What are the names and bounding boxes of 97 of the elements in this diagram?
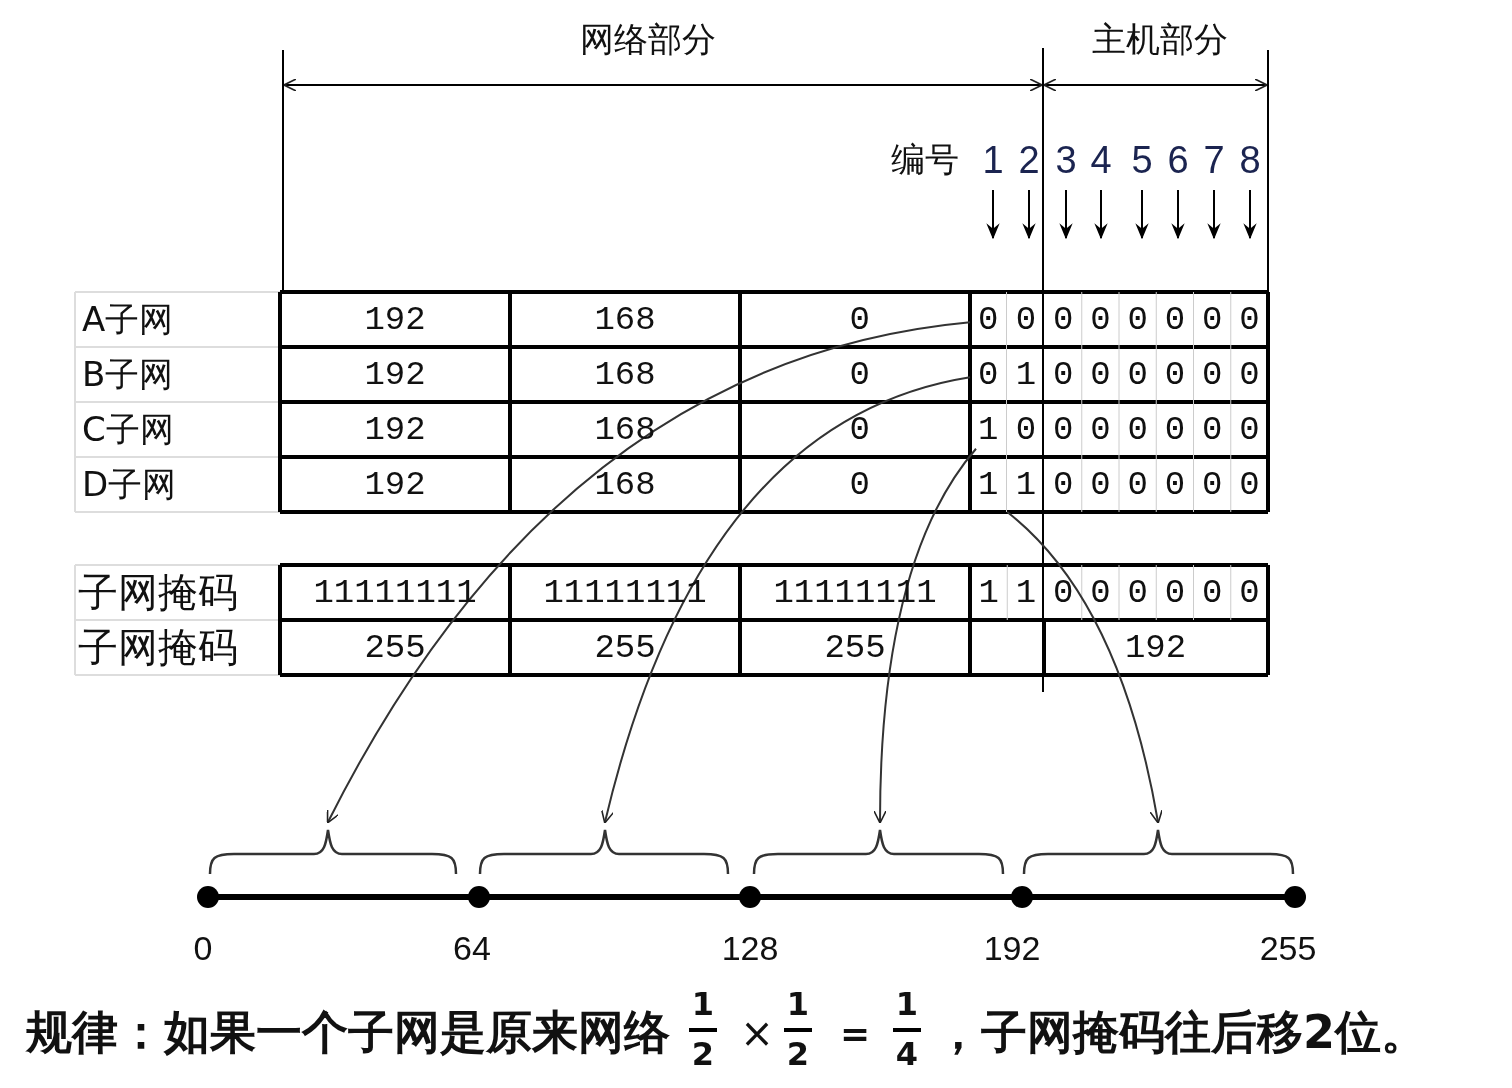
ip-octet: 192 [364,300,426,339]
mask-octet: 11111111 [313,573,477,612]
bit-value: 1 [1014,464,1038,506]
bit-value: 0 [1127,355,1148,394]
ip-octet: 168 [594,410,656,449]
scale-value: 192 [983,928,1041,968]
bit-value: 0 [970,347,1008,402]
bit-value: 0 [1052,300,1074,339]
bit-value: 0 [1164,573,1186,612]
mask-octet: 255 [594,628,656,667]
bit-value: 1 [970,402,1008,457]
scale-value: 64 [453,928,491,968]
bit-value: 0 [1090,355,1111,394]
section-heading: 网络部分 [580,18,716,61]
equals-sign: = [839,1012,871,1054]
ip-octet: 192 [364,465,426,504]
ip-octet: 192 [364,410,426,449]
bit-value: 0 [1164,465,1186,504]
bit-value: 0 [1164,410,1186,449]
fraction-digit: 1 [786,985,810,1023]
scale-value: 0 [193,928,213,968]
rule-text: ，子网掩码往后移2位。 [935,1004,1427,1061]
bit-value: 0 [1090,573,1111,612]
fraction-digit: 4 [895,1035,919,1073]
ip-octet: 0 [849,300,870,339]
fraction-digit: 1 [895,985,919,1023]
bit-number: 8 [1239,138,1261,182]
bit-number: 1 [982,138,1004,182]
bit-value: 0 [1239,300,1260,339]
bit-value: 0 [1127,465,1148,504]
row-label: B子网 [82,352,174,396]
bit-value: 1 [1015,573,1037,612]
bit-value: 0 [1090,300,1111,339]
bit-value: 1 [978,573,999,612]
bit-value: 0 [1164,355,1186,394]
bit-number: 5 [1131,138,1153,182]
bit-value: 0 [1127,573,1148,612]
section-heading: 主机部分 [1092,18,1228,61]
mask-octet: 192 [1124,628,1187,667]
bit-value: 0 [1239,355,1260,394]
fraction-digit: 2 [691,1035,715,1073]
curly-brace [478,828,730,876]
row-label: C子网 [82,407,174,451]
bit-value: 0 [1127,410,1148,449]
ip-octet: 192 [364,355,426,394]
bit-value: 0 [1014,299,1038,341]
curly-brace [208,828,458,876]
bit-value: 0 [1052,465,1074,504]
bit-value: 0 [1239,410,1260,449]
curved-arrow [873,447,977,824]
curly-brace [752,828,1005,876]
ip-octet: 168 [594,465,656,504]
curved-arrow [601,376,971,824]
scale-value: 255 [1259,928,1317,968]
ip-octet: 0 [849,355,870,394]
bit-value: 0 [1164,300,1186,339]
bit-value: 1 [1014,354,1038,396]
row-label: A子网 [82,297,174,341]
bit-value: 0 [1201,410,1223,449]
bit-number: 2 [1018,138,1040,182]
ip-octet: 0 [849,410,870,449]
ip-octet: 168 [594,355,656,394]
bit-value: 0 [1201,300,1223,339]
bit-value: 0 [1052,573,1074,612]
ip-octet: 168 [594,300,656,339]
ip-octet: 0 [849,465,870,504]
mask-octet: 255 [824,628,886,667]
bit-value: 0 [1014,409,1038,451]
bit-number: 6 [1167,138,1189,182]
curved-arrow [1006,511,1163,824]
mask-octet: 255 [364,628,426,667]
row-label: 子网掩码 [78,623,238,672]
scale-value: 128 [721,928,779,968]
bit-number: 4 [1090,138,1112,182]
bit-value: 0 [1090,410,1111,449]
curved-arrow [326,321,971,824]
rule-text: 规律：如果一个子网是原来网络 [26,1004,670,1061]
row-label: 编号 [891,138,959,181]
bit-number: 7 [1203,138,1225,182]
row-label: 子网掩码 [78,568,238,617]
bit-value: 0 [1239,573,1260,612]
bit-number: 3 [1055,138,1077,182]
bit-value: 0 [1052,355,1074,394]
bit-value: 0 [1201,573,1223,612]
bit-value: 1 [970,457,1008,512]
bit-value: 0 [1239,465,1260,504]
curly-brace [1022,828,1295,876]
bit-value: 0 [1201,355,1223,394]
fraction-digit: 2 [786,1035,810,1073]
row-label: D子网 [82,462,177,506]
bit-value: 0 [1127,300,1148,339]
fraction-digit: 1 [691,985,715,1023]
bit-value: 0 [1052,410,1074,449]
bit-value: 0 [1201,465,1223,504]
bit-value: 0 [1090,465,1111,504]
times-sign: × [740,1010,774,1056]
bit-value: 0 [970,292,1008,347]
